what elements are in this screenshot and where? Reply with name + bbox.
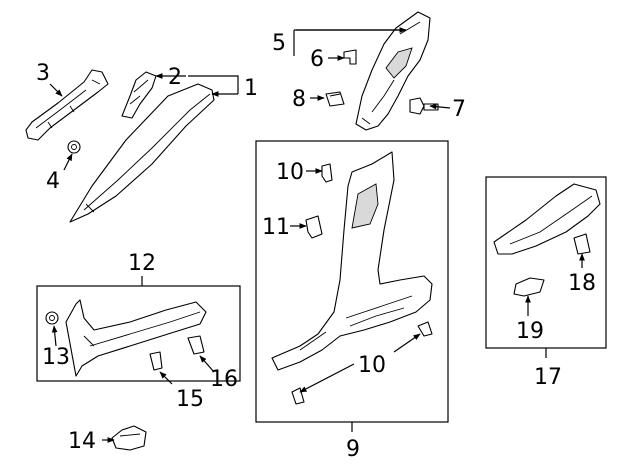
callout-9: 9 (346, 437, 360, 462)
callout-5: 5 (272, 31, 286, 56)
leader-lines (49, 27, 585, 443)
callout-19: 19 (516, 319, 544, 344)
part-19-clip (513, 277, 545, 297)
part-16-clip (187, 335, 205, 355)
callout-17: 17 (534, 365, 562, 390)
callout-8: 8 (292, 87, 306, 112)
part-4-pin (67, 140, 81, 154)
part-6-clip (343, 49, 357, 65)
part-1-a-pillar-trim (69, 83, 215, 223)
part-5-upper-trim (355, 11, 431, 131)
part-7-bolt (409, 97, 439, 115)
callout-4: 4 (46, 169, 60, 194)
callout-6: 6 (310, 47, 324, 72)
callout-2: 2 (168, 65, 182, 90)
part-17-kick-panel (493, 183, 601, 255)
group-box-12 (36, 285, 241, 382)
part-9-b-pillar-trim (271, 151, 433, 371)
part-3-bracket (25, 69, 109, 141)
callout-10-lower: 10 (358, 353, 386, 378)
callout-3: 3 (36, 61, 50, 86)
callout-16: 16 (210, 367, 238, 392)
callout-15: 15 (176, 387, 204, 412)
callout-18: 18 (568, 271, 596, 296)
part-14-clip (111, 425, 147, 451)
part-15-clip (149, 351, 163, 371)
callout-13: 13 (42, 345, 70, 370)
callout-10-upper: 10 (276, 160, 304, 185)
callout-11: 11 (262, 215, 290, 240)
part-11-clip (305, 215, 323, 239)
part-10-clip-b (417, 321, 433, 337)
part-10-clip-a (321, 163, 333, 183)
part-12-scuff-plate (65, 299, 207, 377)
callout-12: 12 (128, 251, 156, 276)
part-2-clip (121, 71, 157, 119)
callout-7: 7 (452, 97, 466, 122)
part-13-pin (45, 311, 59, 325)
part-8-retainer (325, 91, 345, 107)
part-18-clip (573, 233, 591, 255)
callout-1: 1 (244, 76, 258, 101)
callout-14: 14 (68, 429, 96, 454)
